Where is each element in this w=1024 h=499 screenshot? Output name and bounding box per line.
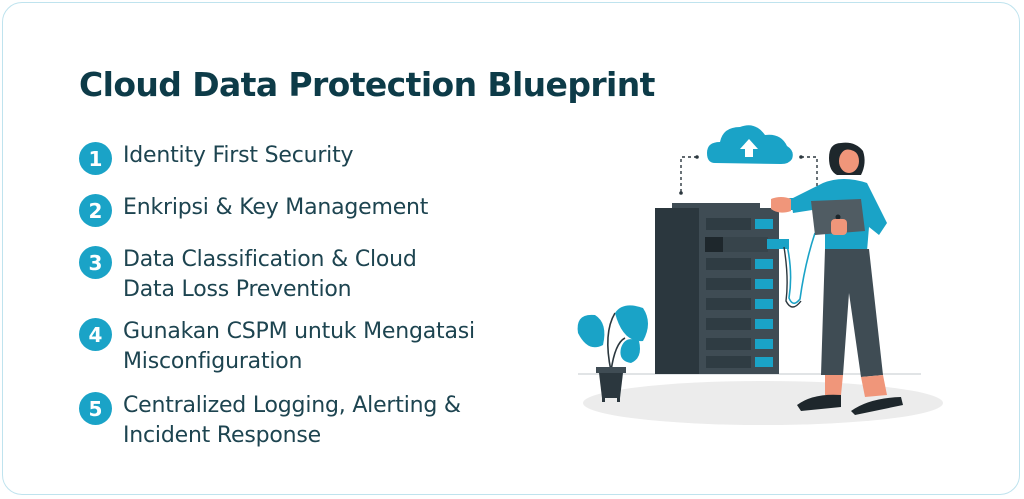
item-label: Centralized Logging, Alerting & Incident… <box>123 393 461 448</box>
item-label: Data Classification & Cloud Data Loss Pr… <box>123 247 417 302</box>
woman-with-tablet <box>771 142 903 415</box>
number-badge: 2 <box>79 194 112 227</box>
list-item: 2 Enkripsi & Key Management <box>79 193 428 227</box>
list-item: 4 Gunakan CSPM untuk Mengatasi Misconfig… <box>79 317 475 377</box>
list-item: 5 Centralized Logging, Alerting & Incide… <box>79 391 461 451</box>
number-badge: 3 <box>79 246 112 279</box>
list-item: 3 Data Classification & Cloud Data Loss … <box>79 245 417 305</box>
item-label: Identity First Security <box>123 143 354 168</box>
number-badge: 4 <box>79 318 112 351</box>
potted-plant <box>577 305 648 402</box>
server-rack <box>655 203 816 374</box>
number-badge: 5 <box>79 392 112 425</box>
cloud-upload-icon <box>707 125 793 164</box>
number-badge: 1 <box>79 142 112 175</box>
page-title: Cloud Data Protection Blueprint <box>79 65 655 104</box>
item-label: Enkripsi & Key Management <box>123 195 429 220</box>
data-center-illustration <box>577 125 943 425</box>
list-item: 1 Identity First Security <box>79 141 354 175</box>
floor-shadow <box>583 381 943 425</box>
item-label: Gunakan CSPM untuk Mengatasi Misconfigur… <box>123 319 475 374</box>
